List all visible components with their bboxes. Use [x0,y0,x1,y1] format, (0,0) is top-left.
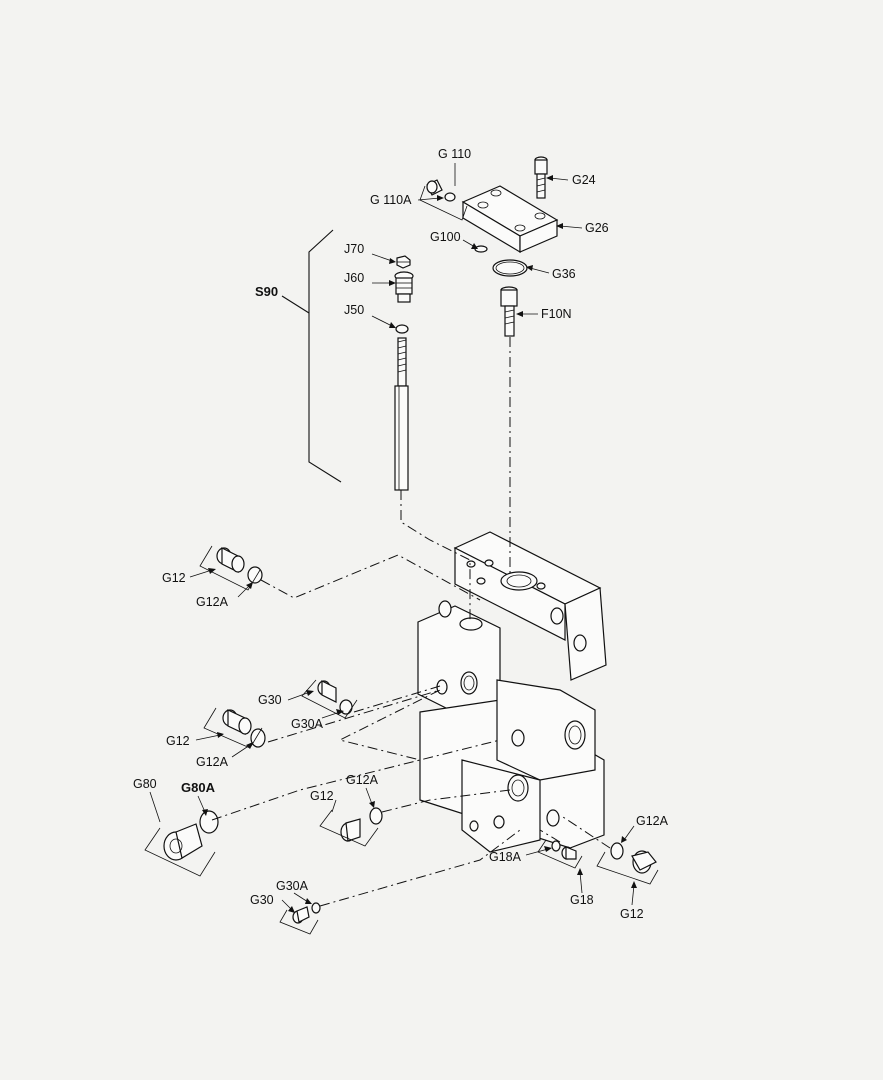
label-g110: G 110 [438,147,471,161]
label-g26: G26 [585,221,609,235]
label-g12a-a: G12A [196,595,229,609]
g12a-oring-b [250,728,266,748]
j70-nut [396,255,411,269]
assembly-lines [211,337,611,907]
s90-bracket [281,229,342,483]
adjuster-screw [394,337,409,491]
g30-plug-a [317,680,337,703]
label-j50: J50 [344,303,364,317]
label-g30a-b: G30A [276,879,309,893]
label-g24: G24 [572,173,596,187]
f10n-cap-screw [500,286,518,337]
g12-plug-a [216,547,245,573]
valve-body [417,531,607,853]
g110a-oring [444,192,456,202]
label-g110a: G 110A [370,193,412,207]
label-g18: G18 [570,893,594,907]
j60-fitting [394,271,414,303]
label-g80a: G80A [181,780,216,795]
s90-label: S90 [255,284,278,299]
label-g30-b: G30 [250,893,274,907]
g30a-oring-b [311,902,321,914]
g18-plug [561,846,577,860]
g12a-oring-c [369,807,383,825]
g26-cover [461,185,559,254]
label-g36: G36 [552,267,576,281]
mounting-planes [144,185,659,935]
label-f10n: F10N [541,307,572,321]
g30-plug-b [292,906,310,924]
label-g18a: G18A [489,850,522,864]
g12-plug-b [222,709,252,735]
label-g12-b: G12 [166,734,190,748]
label-g12a-b: G12A [196,755,229,769]
g80a-oring [199,810,219,834]
label-g12-a: G12 [162,571,186,585]
g80-plug [163,823,203,861]
label-j60: J60 [344,271,364,285]
label-g80: G80 [133,777,157,791]
j50-oring [395,324,409,334]
g12a-oring-d [610,842,624,860]
g12a-oring-a [247,566,263,584]
label-g12a-c: G12A [346,773,379,787]
g24-cap-screw [534,156,548,199]
label-j70: J70 [344,242,364,256]
g18a-oring [551,840,561,852]
g110-plug [426,179,443,196]
label-g100: G100 [430,230,461,244]
label-g30a-a: G30A [291,717,324,731]
label-g12-c: G12 [310,789,334,803]
leader-lines [149,163,637,913]
g36-oring [492,259,528,277]
label-g30-a: G30 [258,693,282,707]
g12-plug-d [631,850,657,874]
label-g12-d: G12 [620,907,644,921]
g12-plug-c [340,818,361,842]
label-g12a-d: G12A [636,814,669,828]
